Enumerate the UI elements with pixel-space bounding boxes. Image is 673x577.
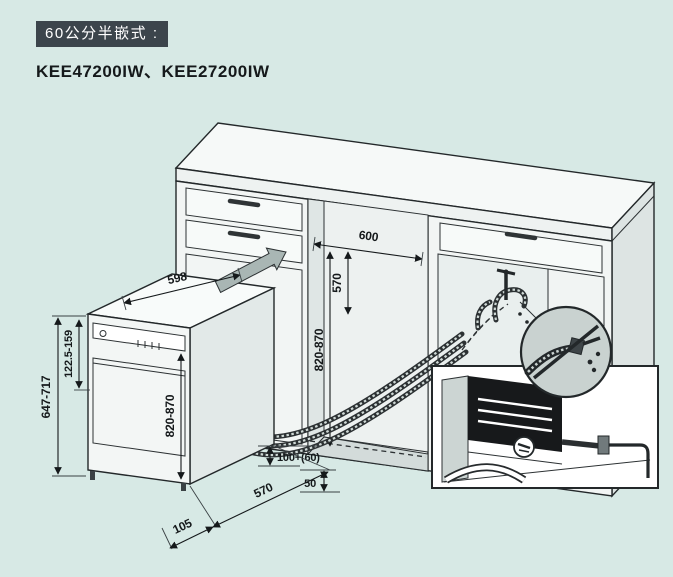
inlet-pipe-elbow (639, 443, 650, 478)
water-drop-icon (595, 351, 601, 357)
niche-dimensions: 600 570 820-870 (312, 228, 424, 447)
dim-plinth-line (169, 526, 214, 549)
tap-knob (503, 269, 509, 275)
dim-tick (312, 236, 316, 252)
dim-ext (189, 485, 216, 526)
vent-slots (477, 397, 553, 433)
drawer-left-1 (185, 187, 303, 232)
dim-niche-depth-label: 570 (330, 273, 344, 293)
dim-dw-depth-label: 570 (251, 480, 275, 501)
niche-left-wall (307, 198, 325, 456)
dim-floor-clearance-label: 50 (304, 478, 316, 490)
water-drop-icon (587, 359, 593, 365)
dim-top-adjust-label: 122.5-159 (63, 330, 75, 378)
type-badge: 60公分半嵌式 : (36, 21, 168, 47)
inset-floor-line (443, 459, 651, 483)
dim-niche-width-line (313, 241, 423, 262)
dim-niche-width-label: 600 (358, 228, 380, 245)
dim-tick (237, 267, 243, 283)
no-leak-warning-icon (519, 301, 613, 399)
dim-dw-width-line (123, 272, 241, 306)
vent-slot (477, 397, 553, 411)
dim-niche-height-label: 820-870 (312, 328, 326, 371)
dim-tick (121, 295, 127, 311)
dim-dw-width-label: 598 (166, 269, 189, 287)
dim-ext (161, 527, 173, 550)
dim-total-height-label: 647-717 (39, 375, 53, 418)
fitting-nut (517, 442, 531, 450)
water-tap-icon (496, 268, 516, 300)
prohibition-line (532, 324, 600, 380)
dishwasher-dimensions: 598 647-717 122.5-159 820-870 100+(60) 5… (39, 267, 340, 550)
dishwasher-front (87, 313, 191, 485)
drawer-handle-icon (504, 231, 538, 241)
hose-ribs (493, 288, 527, 321)
right-end-band-line (611, 195, 655, 242)
dim-plinth-label: 105 (170, 516, 194, 537)
drawer-right (439, 222, 603, 274)
badge-leader-line (519, 301, 537, 319)
inlet-connector-nut (597, 435, 610, 455)
cabinet-side-panel (441, 375, 469, 483)
water-drop-icon (518, 312, 522, 316)
dim-dw-depth-line (212, 471, 329, 528)
door-groove (92, 362, 186, 377)
control-buttons (137, 340, 160, 350)
dim-tick (420, 251, 424, 267)
dim-dw-height-label: 820-870 (163, 394, 177, 437)
control-panel (92, 322, 186, 352)
dishwasher-door (92, 357, 186, 457)
water-drop-icon (591, 367, 597, 373)
fitting-nut (518, 449, 530, 453)
drawer-handle-icon (227, 198, 261, 208)
vent-slot (477, 408, 553, 422)
dim-ext (273, 445, 331, 471)
dishwasher-foot (181, 483, 186, 491)
inlet-hose (561, 439, 601, 449)
dishwasher (85, 273, 277, 491)
hidden-hose-path (467, 303, 509, 343)
dim-rear-clearance-label: 100+(60) (277, 452, 320, 464)
hose-ribs (476, 300, 491, 329)
pipe-stub (582, 336, 601, 346)
vent-slot (477, 419, 553, 433)
base-line (467, 451, 563, 465)
drain-hose (444, 465, 526, 482)
water-drop-icon (525, 320, 529, 324)
type-badge-label: 60公分半嵌式 : (45, 25, 159, 42)
dishwasher-foot (90, 471, 95, 480)
drawer-handle-icon (227, 230, 261, 240)
right-section-plumbing (461, 268, 529, 351)
model-numbers: KEE47200IW、KEE27200IW (36, 62, 270, 81)
brand-logo-dot (99, 330, 107, 337)
